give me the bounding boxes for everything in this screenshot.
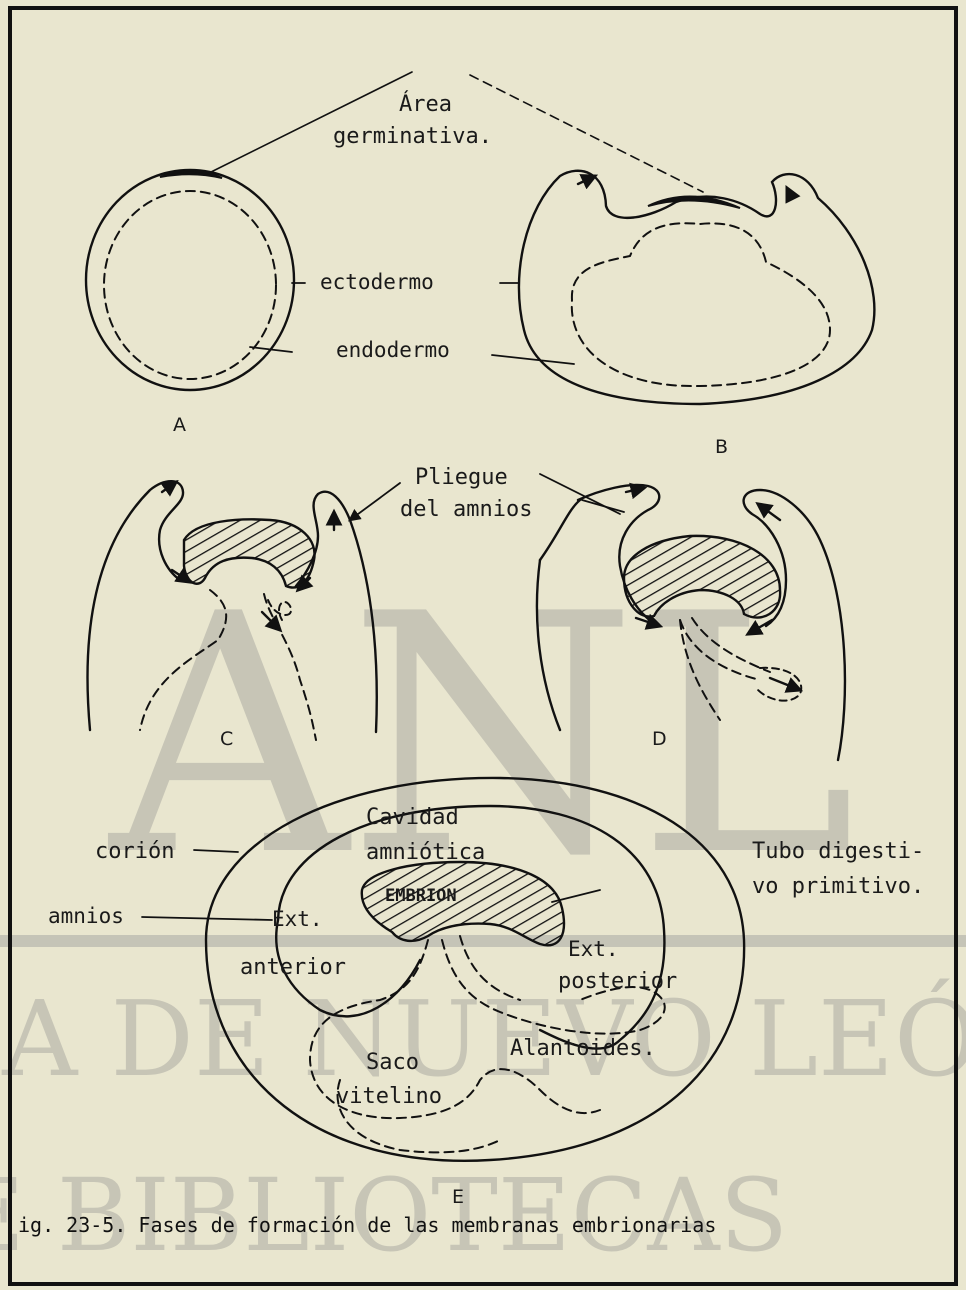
figure-caption: ig. 23-5. Fases de formación de las memb…: [18, 1213, 716, 1237]
label-saco-line2: vitelino: [336, 1084, 442, 1109]
label-amnios: amnios: [48, 904, 124, 928]
label-embrion: EMBRION: [385, 886, 457, 906]
panel-b-letter: B: [715, 436, 728, 458]
label-pliegue-line2: del amnios: [400, 497, 532, 522]
label-ext-posterior-2: posterior: [558, 969, 677, 994]
label-ext-posterior-1: Ext.: [568, 937, 619, 961]
label-tubo-line2: vo primitivo.: [752, 874, 924, 899]
label-ectodermo: ectodermo: [320, 270, 434, 294]
area-pointer-b: [470, 75, 703, 192]
panel-b-drawing: [492, 171, 874, 404]
label-saco-line1: Saco: [366, 1050, 419, 1075]
label-pliegue-line1: Pliegue: [415, 465, 508, 490]
label-ext-anterior-2: anterior: [240, 955, 346, 980]
panel-a-drawing: [86, 170, 305, 390]
panel-d-drawing: [537, 474, 845, 760]
label-ext-anterior-1: Ext.: [272, 907, 323, 931]
label-area-line1: Área: [399, 92, 452, 117]
panel-c-letter: C: [220, 728, 233, 750]
label-cavidad-line1: Cavidad: [366, 805, 459, 830]
label-corion: corión: [95, 839, 174, 864]
label-tubo-line1: Tubo digesti-: [752, 839, 924, 864]
label-cavidad-line2: amniótica: [366, 840, 485, 865]
label-endodermo: endodermo: [336, 338, 450, 362]
panel-c-drawing: [88, 481, 401, 740]
panel-d-letter: D: [652, 728, 667, 750]
label-area-line2: germinativa.: [333, 124, 492, 149]
label-alantoides: Alantoides.: [510, 1036, 656, 1061]
panel-e-letter: E: [452, 1186, 464, 1208]
panel-a-letter: A: [173, 414, 186, 436]
